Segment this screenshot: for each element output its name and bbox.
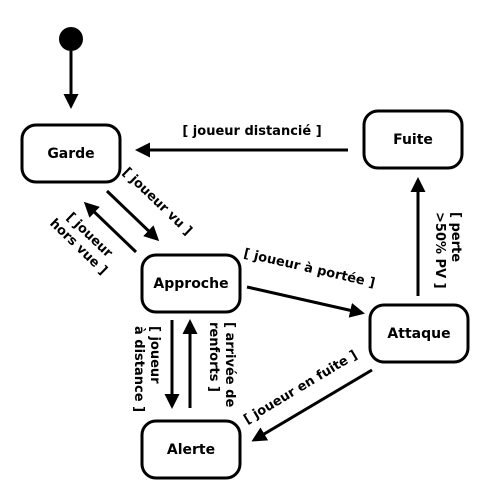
state-alerte: Alerte bbox=[140, 419, 242, 480]
state-approche: Approche bbox=[140, 253, 242, 314]
state-fuite-label: Fuite bbox=[393, 132, 433, 148]
edge-label-alerte-approche-1: [ arrivée de bbox=[222, 322, 237, 407]
state-alerte-label: Alerte bbox=[167, 442, 215, 458]
state-attaque-label: Attaque bbox=[387, 326, 450, 342]
state-fuite: Fuite bbox=[362, 109, 464, 170]
edge-label-fuite-garde: [ joueur distancié ] bbox=[182, 124, 321, 139]
edge-label-approche-alerte-2: à distance ] bbox=[131, 326, 146, 412]
state-attaque: Attaque bbox=[368, 303, 470, 364]
edge-label-approche-alerte-1: [ joueur bbox=[147, 326, 162, 384]
edge-label-attaque-fuite-1: [ perte bbox=[448, 212, 463, 262]
edge-label-attaque-fuite-2: >50% PV ] bbox=[432, 212, 447, 289]
edge-attaque-alerte bbox=[251, 368, 373, 442]
initial-node bbox=[59, 27, 83, 51]
edge-label-alerte-approche-2: renforts ] bbox=[206, 322, 221, 392]
state-garde: Garde bbox=[20, 123, 122, 184]
state-garde-label: Garde bbox=[47, 146, 94, 162]
edge-approche-attaque bbox=[246, 285, 365, 318]
state-approche-label: Approche bbox=[153, 276, 228, 292]
edge-label-garde-approche: [ joueur vu ] bbox=[119, 165, 194, 239]
edge-label-approche-attaque: [ joueur à portée ] bbox=[242, 246, 376, 291]
edge-approche-garde bbox=[83, 201, 138, 254]
edge-garde-approche bbox=[105, 189, 160, 242]
